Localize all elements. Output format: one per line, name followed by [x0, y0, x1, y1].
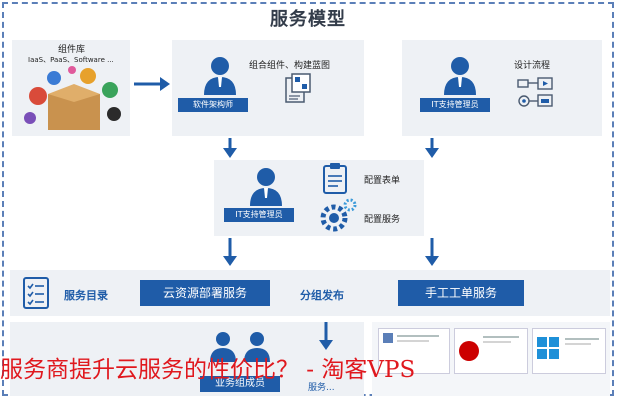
arrow-down-icon: [319, 322, 333, 350]
component-logo-green: [102, 82, 118, 98]
config-role-tag: IT支持管理员: [224, 208, 294, 222]
watermark-caption: 服务商提升云服务的性价比？ - 淘客VPS: [0, 357, 416, 383]
arrow-down-icon: [223, 138, 237, 158]
component-logo-blue: [47, 71, 61, 85]
diagram-title: 服务模型: [270, 9, 346, 30]
blueprint-icon: [285, 73, 311, 103]
arrow-down-icon: [425, 138, 439, 158]
business-group-role-tag: 业务组成员: [200, 376, 280, 392]
arrow-down-icon: [425, 238, 439, 266]
windows-logo-icon: [537, 337, 599, 359]
config-panel: [214, 160, 424, 236]
designer-role-tag: IT支持管理员: [420, 98, 490, 112]
designer-panel: [402, 40, 602, 136]
service-thumbnail[interactable]: [454, 328, 528, 374]
workflow-icon: [517, 77, 553, 107]
config-form-label: 配置表单: [364, 176, 401, 186]
manual-ticket-service-button[interactable]: 手工工单服务: [398, 280, 524, 306]
catalog-list-icon: [23, 277, 49, 309]
architect-role-tag: 软件架构师: [178, 98, 248, 112]
component-logo-orange: [80, 68, 96, 84]
arrow-right-icon: [134, 77, 170, 91]
clipboard-form-icon: [323, 163, 347, 194]
cloud-deploy-service-button[interactable]: 云资源部署服务: [140, 280, 270, 306]
component-library-types: IaaS、PaaS、Software ...: [28, 56, 114, 64]
component-box-illustration: [24, 66, 121, 130]
box-lid: [48, 84, 100, 102]
catalog-label: 服务目录: [64, 289, 108, 302]
user-person-icon: [210, 332, 236, 362]
component-logo-red: [29, 87, 47, 105]
partial-service-label: 服务...: [308, 383, 335, 393]
designer-task-label: 设计流程: [514, 61, 551, 71]
component-logo-pink: [68, 66, 76, 74]
config-service-label: 配置服务: [364, 215, 401, 225]
redhat-logo-icon: [459, 336, 519, 361]
user-person-icon: [244, 332, 270, 362]
group-publish-label: 分组发布: [300, 289, 344, 302]
gear-service-icon: [320, 198, 357, 232]
architect-person-icon: [204, 57, 236, 95]
component-logo-dark: [107, 107, 121, 121]
service-thumbnail[interactable]: [532, 328, 606, 374]
config-person-icon: [250, 168, 282, 206]
designer-person-icon: [444, 57, 476, 95]
component-logo-purple: [24, 112, 36, 124]
arrow-down-icon: [223, 238, 237, 266]
business-group-panel: [10, 322, 364, 396]
service-thumbnail[interactable]: [378, 328, 450, 374]
architect-panel: [172, 40, 364, 136]
component-library-label: 组件库: [58, 45, 86, 55]
architect-task-label: 组合组件、构建蓝图: [249, 61, 331, 71]
service-thumbnail-logo-icon: [383, 333, 439, 343]
